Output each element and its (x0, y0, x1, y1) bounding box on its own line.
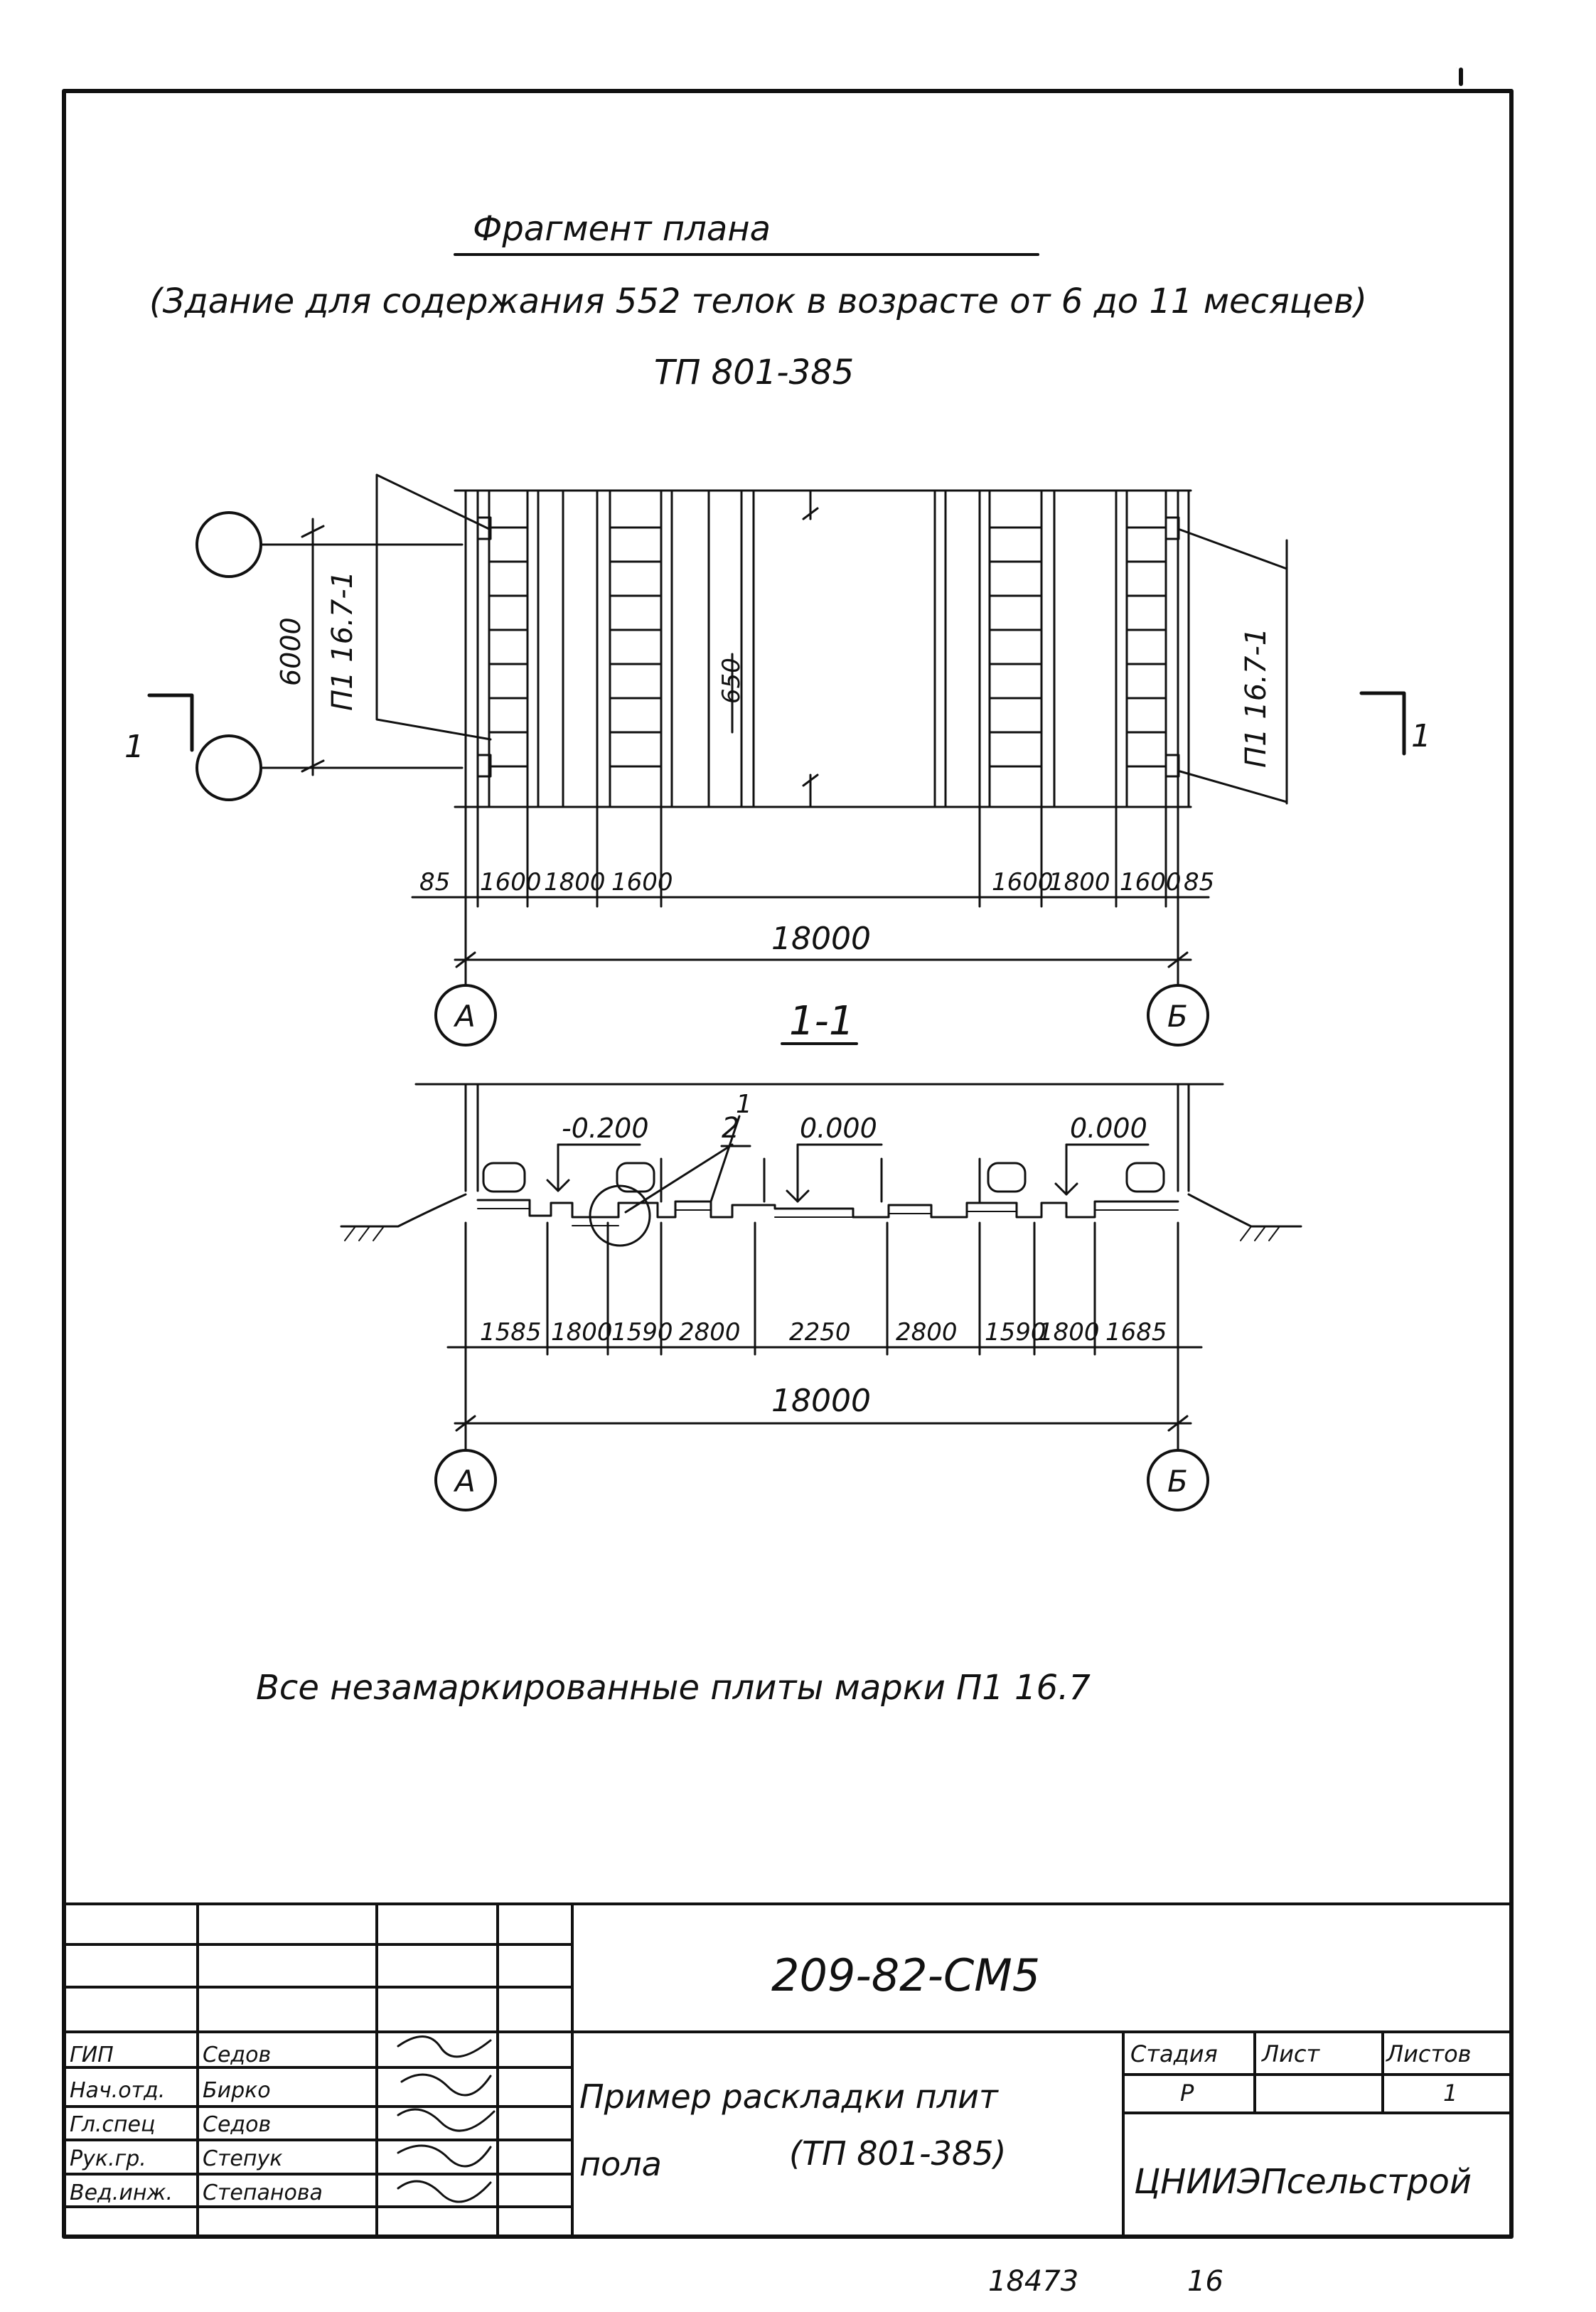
column-circle-bottom (196, 734, 262, 801)
elev-left: -0.200 (562, 1113, 649, 1144)
name-5: Степанова (203, 2180, 323, 2205)
plan-right-rungs (988, 526, 1167, 768)
dim-6000: 6000 (275, 617, 306, 686)
role-1: ГИП (70, 2043, 114, 2067)
axis-b-plan-circle (1147, 984, 1209, 1047)
elev-mid: 0.000 (800, 1113, 877, 1144)
page-number: 16 (1187, 2265, 1223, 2298)
section-dim-8: 1800 (1038, 1318, 1100, 1347)
general-note: Все незамаркированные плиты марки П1 16.… (256, 1668, 1091, 1708)
role-4: Рук.гр. (70, 2146, 146, 2171)
plan-dim-5: 1600 (992, 868, 1054, 897)
signature-3 (397, 2108, 496, 2132)
name-3: Седов (203, 2112, 271, 2137)
section-mark-left-label: 1 (124, 729, 144, 765)
stage-value: Р (1180, 2080, 1194, 2107)
plan-dim-3: 1800 (544, 868, 606, 897)
plan-dim-4: 1600 (611, 868, 673, 897)
section-mark-right-label: 1 (1411, 718, 1431, 754)
dim-650: 650 (717, 658, 746, 704)
sheets-header: Листов (1386, 2040, 1472, 2067)
name-4: Степук (203, 2146, 282, 2171)
role-5: Вед.инж. (70, 2180, 173, 2205)
axis-b-section-circle (1147, 1449, 1209, 1511)
section-view (340, 1083, 1302, 1511)
signature-1 (397, 2035, 492, 2058)
name-2: Бирко (203, 2078, 271, 2103)
section-dim-1: 1585 (480, 1318, 542, 1347)
axis-a-plan-circle (434, 984, 497, 1047)
axis-a-plan: А (453, 999, 476, 1034)
title-project: ТП 801-385 (654, 353, 854, 392)
title-block-grid (63, 1902, 1513, 2238)
axis-a-section-circle (434, 1449, 497, 1511)
corner-mark: 1 (1456, 68, 1457, 69)
section-mark-right (1359, 691, 1406, 756)
plan-dim-6: 1800 (1049, 868, 1110, 897)
axis-b-plan: Б (1167, 999, 1188, 1034)
section-dim-7: 1590 (985, 1318, 1046, 1347)
inventory-number: 18473 (988, 2265, 1078, 2298)
section-label: 1-1 (789, 998, 854, 1044)
title-heading: Фрагмент плана (473, 209, 771, 249)
plan-left-strips (464, 489, 755, 808)
section-dim-5: 2250 (789, 1318, 851, 1347)
plan-right-strips (933, 489, 1190, 808)
doc-code: 209-82-СМ5 (771, 1949, 1040, 2001)
section-dim-total: 18000 (771, 1383, 871, 1419)
signature-2 (400, 2073, 492, 2097)
name-1: Седов (203, 2043, 271, 2067)
drawing-title-line2: пола (579, 2145, 662, 2183)
elev-right: 0.000 (1070, 1113, 1147, 1144)
callout-1: 1 (736, 1090, 752, 1119)
detail-2-circle (589, 1184, 651, 1247)
section-dim-9: 1685 (1105, 1318, 1167, 1347)
plan-dim-1: 85 (419, 868, 450, 897)
sheet-header: Лист (1261, 2040, 1320, 2067)
sheets-value: 1 (1443, 2080, 1457, 2107)
axis-a-section: А (453, 1464, 476, 1499)
role-3: Гл.спец (70, 2112, 155, 2137)
drawing-title-line1: Пример раскладки плит (579, 2077, 999, 2116)
plan-dim-7: 1600 (1120, 868, 1182, 897)
slab-mark-left: П1 16.7-1 (326, 571, 359, 711)
plan-view (147, 473, 1406, 1047)
plan-dim-8: 85 (1184, 868, 1214, 897)
plan-dim-total: 18000 (771, 921, 871, 957)
signatures (397, 2035, 496, 2203)
callout-2: 2 (722, 1112, 739, 1145)
signature-5 (397, 2180, 492, 2203)
section-mark-left (147, 693, 194, 752)
section-dim-4: 2800 (679, 1318, 741, 1347)
organization: ЦНИИЭПсельстрой (1134, 2162, 1472, 2202)
title-subtitle: (Здание для содержания 552 телок в возра… (149, 282, 1367, 321)
section-dim-2: 1800 (551, 1318, 613, 1347)
drawing-title-ref: (ТП 801-385) (789, 2134, 1006, 2173)
stage-header: Стадия (1130, 2040, 1218, 2067)
section-dim-3: 1590 (611, 1318, 673, 1347)
slab-mark-right: П1 16.7-1 (1240, 628, 1273, 768)
signature-4 (397, 2144, 492, 2168)
sheet-frame (62, 89, 1514, 2239)
plan-dim-2: 1600 (480, 868, 542, 897)
column-circle-top (196, 511, 262, 578)
section-dim-6: 2800 (896, 1318, 958, 1347)
axis-b-section: Б (1167, 1464, 1188, 1499)
plan-left-rungs (488, 526, 663, 768)
role-2: Нач.отд. (70, 2078, 165, 2103)
